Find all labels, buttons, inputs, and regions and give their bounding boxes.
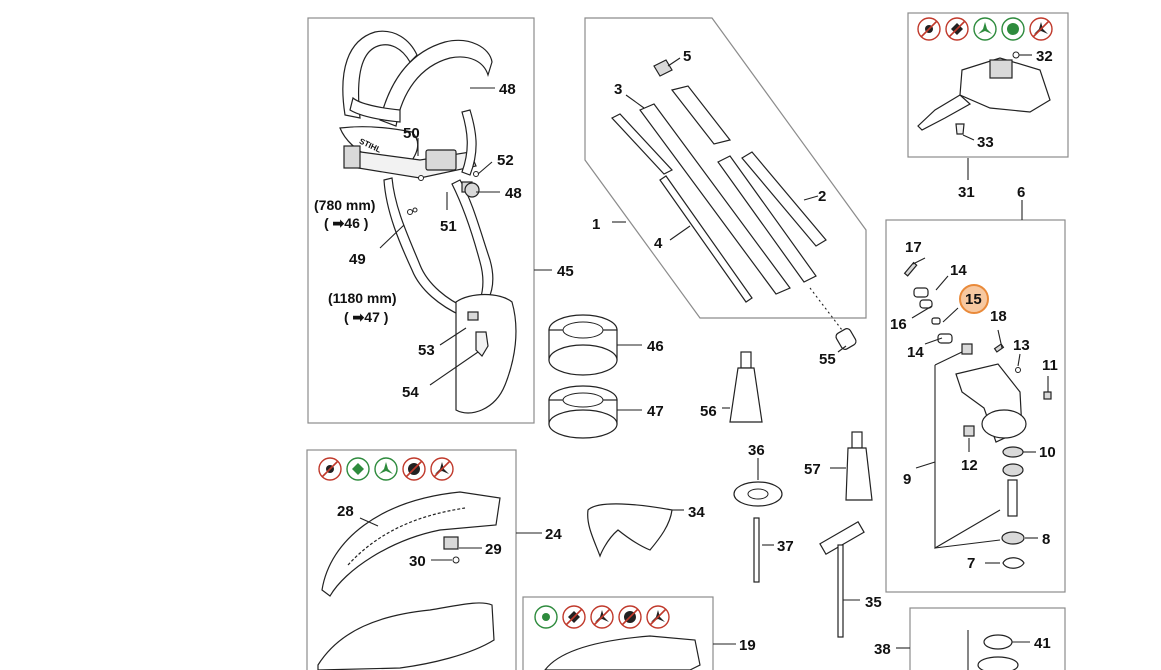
mowing-head-prohibited-icon bbox=[318, 457, 342, 481]
callout-56[interactable]: 56 bbox=[700, 403, 717, 420]
callout-45[interactable]: 45 bbox=[557, 263, 574, 280]
circular-saw-blade-prohibited-icon bbox=[402, 457, 426, 481]
callout-11[interactable]: 11 bbox=[1042, 357, 1058, 374]
strap-ref-long: ( ➡47 ) bbox=[344, 309, 388, 325]
callout-19[interactable]: 19 bbox=[739, 637, 756, 654]
callout-33[interactable]: 33 bbox=[977, 134, 994, 151]
callout-55[interactable]: 55 bbox=[819, 351, 836, 368]
callout-16[interactable]: 16 bbox=[890, 316, 907, 333]
callout-12[interactable]: 12 bbox=[961, 457, 978, 474]
mowing-head-prohibited-icon bbox=[917, 17, 941, 41]
callout-2[interactable]: 2 bbox=[818, 188, 826, 205]
mowing-head-allowed-icon bbox=[534, 605, 558, 629]
strap-roll-46 bbox=[548, 314, 618, 376]
callout-5[interactable]: 5 bbox=[683, 48, 691, 65]
callout-13[interactable]: 13 bbox=[1013, 337, 1030, 354]
callout-31[interactable]: 31 bbox=[958, 184, 975, 201]
callout-47[interactable]: 47 bbox=[647, 403, 664, 420]
locking-pin-37 bbox=[753, 517, 760, 583]
deflector-illustration-19 bbox=[544, 635, 701, 670]
combination-wrench-35 bbox=[819, 520, 865, 638]
brush-knife-prohibited-icon bbox=[646, 605, 670, 629]
callout-9[interactable]: 9 bbox=[903, 471, 911, 488]
safety-glasses-illustration bbox=[587, 503, 673, 558]
callout-32[interactable]: 32 bbox=[1036, 48, 1053, 65]
gear-head-illustration bbox=[903, 261, 1052, 569]
callout-41[interactable]: 41 bbox=[1034, 635, 1051, 652]
drive-tube-illustration bbox=[611, 59, 857, 350]
callout-24[interactable]: 24 bbox=[545, 526, 562, 543]
callout-34[interactable]: 34 bbox=[688, 504, 705, 521]
callout-52[interactable]: 52 bbox=[497, 152, 514, 169]
callout-6[interactable]: 6 bbox=[1017, 184, 1025, 201]
callout-35[interactable]: 35 bbox=[865, 594, 882, 611]
callout-labels: 1 2 3 4 5 6 7 8 9 10 11 12 13 14 14 15 1… bbox=[314, 48, 1058, 658]
callout-48a[interactable]: 48 bbox=[499, 81, 516, 98]
grass-blade-allowed-icon bbox=[346, 457, 370, 481]
callout-1[interactable]: 1 bbox=[592, 216, 600, 233]
callout-51[interactable]: 51 bbox=[440, 218, 457, 235]
grease-tube-56 bbox=[729, 351, 763, 423]
callout-36[interactable]: 36 bbox=[748, 442, 765, 459]
strap-length-long: (1180 mm) bbox=[328, 290, 396, 306]
grass-blade-prohibited-icon bbox=[562, 605, 586, 629]
brush-knife-prohibited-icon bbox=[430, 457, 454, 481]
callout-10[interactable]: 10 bbox=[1039, 444, 1056, 461]
callout-15[interactable]: 15 bbox=[965, 291, 982, 308]
callout-14b[interactable]: 14 bbox=[907, 344, 924, 361]
brush-knife-allowed-icon bbox=[973, 17, 997, 41]
callout-53[interactable]: 53 bbox=[418, 342, 435, 359]
callout-7[interactable]: 7 bbox=[967, 555, 975, 572]
circular-saw-blade-allowed-icon bbox=[1001, 17, 1025, 41]
callout-50[interactable]: 50 bbox=[403, 125, 420, 142]
callout-3[interactable]: 3 bbox=[614, 81, 622, 98]
thrust-plate-36 bbox=[733, 481, 783, 507]
strap-length-short: (780 mm) bbox=[314, 197, 375, 213]
callout-49[interactable]: 49 bbox=[349, 251, 366, 268]
handle-illustration bbox=[917, 51, 1051, 135]
strap-roll-47 bbox=[548, 385, 618, 439]
callout-46[interactable]: 46 bbox=[647, 338, 664, 355]
full-harness-illustration: STIHL bbox=[339, 30, 517, 414]
usage-symbol-rows bbox=[318, 17, 1053, 629]
grease-tube-57 bbox=[845, 431, 873, 501]
deflector-illustration-24 bbox=[317, 491, 501, 670]
callout-28[interactable]: 28 bbox=[337, 503, 354, 520]
callout-48b[interactable]: 48 bbox=[505, 185, 522, 202]
brush-knife-prohibited-icon bbox=[1029, 17, 1053, 41]
selected-part-highlight[interactable] bbox=[959, 284, 989, 314]
brush-knife-prohibited-icon bbox=[590, 605, 614, 629]
callout-37[interactable]: 37 bbox=[777, 538, 794, 555]
kit-illustration-38 bbox=[977, 634, 1019, 670]
callout-8[interactable]: 8 bbox=[1042, 531, 1050, 548]
grass-blade-prohibited-icon bbox=[945, 17, 969, 41]
callout-54[interactable]: 54 bbox=[402, 384, 419, 401]
callout-18[interactable]: 18 bbox=[990, 308, 1007, 325]
brush-knife-allowed-icon bbox=[374, 457, 398, 481]
callout-14a[interactable]: 14 bbox=[950, 262, 967, 279]
callout-29[interactable]: 29 bbox=[485, 541, 502, 558]
circular-saw-blade-prohibited-icon bbox=[618, 605, 642, 629]
callout-17[interactable]: 17 bbox=[905, 239, 922, 256]
callout-4[interactable]: 4 bbox=[654, 235, 663, 252]
strap-ref-short: ( ➡46 ) bbox=[324, 215, 368, 231]
callout-30[interactable]: 30 bbox=[409, 553, 426, 570]
callout-38[interactable]: 38 bbox=[874, 641, 891, 658]
gear-head-panel bbox=[885, 219, 1066, 593]
callout-57[interactable]: 57 bbox=[804, 461, 821, 478]
